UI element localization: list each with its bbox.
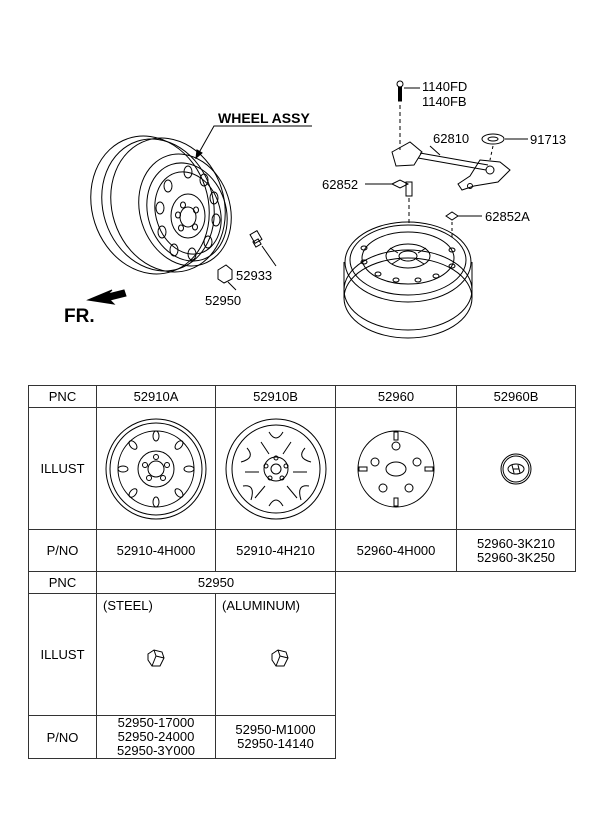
clip-a-part <box>445 211 459 221</box>
steel-wheel-icon <box>105 418 207 519</box>
pno-cell: 52960-3K210 52960-3K250 <box>456 529 576 572</box>
table-row: PNC 52950 <box>28 571 576 594</box>
part-number: 52950-M1000 <box>235 722 316 737</box>
carrier-bracket-part <box>391 141 511 191</box>
pno-header: P/NO <box>28 715 97 759</box>
part-number: 52960-3K250 <box>476 549 556 565</box>
steel-nut-icon <box>147 649 165 667</box>
part-number: 52950-14140 <box>237 736 314 751</box>
wheel-assy-label: WHEEL ASSY <box>218 110 310 126</box>
part-number: 52950-24000 <box>117 729 195 744</box>
pno-header: P/NO <box>28 529 97 572</box>
label-62852: 62852 <box>322 177 358 192</box>
wheel-cover-icon <box>225 418 326 519</box>
valve-stem-part <box>249 229 263 248</box>
variant-steel-label: (STEEL) <box>103 598 153 613</box>
variant-aluminum-label: (ALUMINUM) <box>222 598 300 613</box>
illust-hub-cap <box>335 407 457 530</box>
part-number: 52950-3Y000 <box>116 743 196 758</box>
front-label: FR. <box>64 306 95 327</box>
table-row: P/NO 52950-17000 52950-24000 52950-3Y000… <box>28 715 576 759</box>
part-number: 52960-3K210 <box>476 535 556 551</box>
pnc-header: PNC <box>28 385 97 408</box>
pnc-52910b: 52910B <box>215 385 336 408</box>
part-number: 52950-17000 <box>117 715 195 730</box>
illust-steel-nut: (STEEL) <box>96 593 216 716</box>
part-number: 52910-4H210 <box>236 542 315 558</box>
label-62852a: 62852A <box>485 209 530 224</box>
pno-cell: 52960-4H000 <box>335 529 457 572</box>
pno-cell: 52950-17000 52950-24000 52950-3Y000 <box>96 715 216 759</box>
wheel-nut-part <box>217 264 233 284</box>
label-62810: 62810 <box>433 131 469 146</box>
illust-header: ILLUST <box>28 593 97 716</box>
pno-cell: 52910-4H210 <box>215 529 336 572</box>
label-52950: 52950 <box>205 293 241 308</box>
label-52933: 52933 <box>236 268 272 283</box>
pnc-52910a: 52910A <box>96 385 216 408</box>
bolt-part <box>396 80 404 102</box>
illust-wheel-cover <box>215 407 336 530</box>
illust-header: ILLUST <box>28 407 97 530</box>
table-row: ILLUST <box>28 407 576 530</box>
table-row: ILLUST (STEEL) (ALUMINUM) <box>28 593 576 716</box>
aluminum-nut-icon <box>271 649 289 667</box>
front-direction-arrow <box>86 289 127 305</box>
pnc-52950: 52950 <box>96 571 336 594</box>
part-number: 52960-4H000 <box>356 542 436 558</box>
label-1140fb: 1140FB <box>422 94 467 109</box>
parts-table: PNC 52910A 52910B 52960 52960B ILLUST <box>28 385 576 759</box>
steel-wheel-assembly <box>90 135 232 275</box>
pno-cell: 52910-4H000 <box>96 529 216 572</box>
part-number: 52910-4H000 <box>116 542 196 558</box>
center-cap-icon <box>500 453 532 484</box>
pnc-52960b: 52960B <box>456 385 576 408</box>
pno-cell: 52950-M1000 52950-14140 <box>215 715 336 759</box>
clip-part <box>390 179 410 189</box>
illust-steel-wheel <box>96 407 216 530</box>
hook-rod-part <box>405 181 413 225</box>
pnc-52960: 52960 <box>335 385 457 408</box>
washer-part <box>481 133 505 145</box>
illust-aluminum-nut: (ALUMINUM) <box>215 593 336 716</box>
wheel-assy-leader <box>195 125 312 159</box>
wheel-assembly-diagram: WHEEL ASSY 1140FD 1140FB 62810 91713 628… <box>64 79 566 339</box>
table-row: PNC 52910A 52910B 52960 52960B <box>28 385 576 408</box>
table-row: P/NO 52910-4H000 52910-4H210 52960-4H000… <box>28 529 576 572</box>
label-91713: 91713 <box>530 132 566 147</box>
pnc-header: PNC <box>28 571 97 594</box>
spare-wheel <box>343 221 473 339</box>
label-1140fd: 1140FD <box>422 79 467 94</box>
hub-cap-icon <box>357 430 435 507</box>
illust-center-cap <box>456 407 576 530</box>
